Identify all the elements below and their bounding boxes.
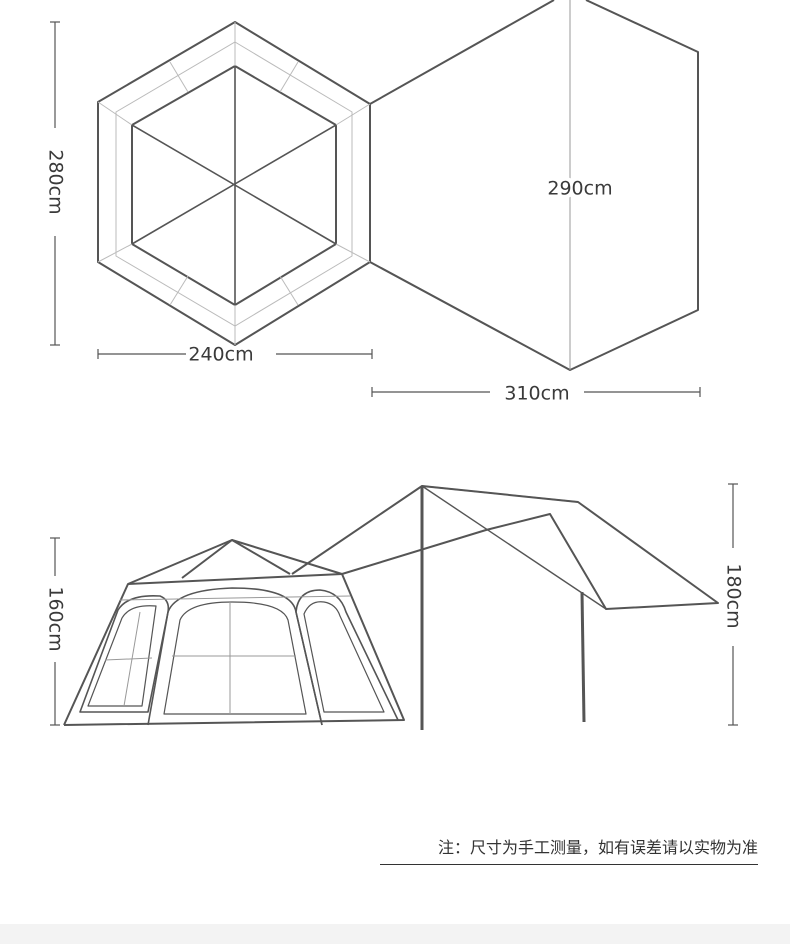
width-label: 240cm (188, 344, 253, 366)
tarp-width-dimension: 310cm (371, 383, 701, 405)
tarp-rear-pole (580, 591, 586, 723)
depth-dimension: 280cm (45, 21, 67, 346)
tarp-top-outline (369, 0, 699, 371)
tent-height-label: 160cm (45, 586, 67, 651)
depth-label: 280cm (45, 149, 67, 214)
measurement-note: 注：尺寸为手工测量，如有误差请以实物为准 (380, 836, 758, 865)
tarp-height-label: 180cm (723, 563, 745, 628)
top-view: 280cm 240cm 290cm 310cm (45, 0, 701, 405)
tarp-height-dimension: 180cm (723, 483, 745, 726)
tent-side-body (63, 539, 405, 726)
tent-outer-hexagon (97, 21, 371, 346)
tarp-side (291, 485, 719, 610)
width-dimension: 240cm (97, 344, 373, 366)
footer-band (0, 924, 790, 944)
tarp-width-label: 310cm (504, 383, 569, 405)
tent-height-dimension: 160cm (45, 537, 67, 726)
side-view: 160cm 180cm (45, 483, 745, 730)
tent-inner-hexagon (131, 65, 337, 306)
tarp-depth-label: 290cm (547, 178, 612, 200)
tent-roof-spokes (97, 22, 371, 345)
